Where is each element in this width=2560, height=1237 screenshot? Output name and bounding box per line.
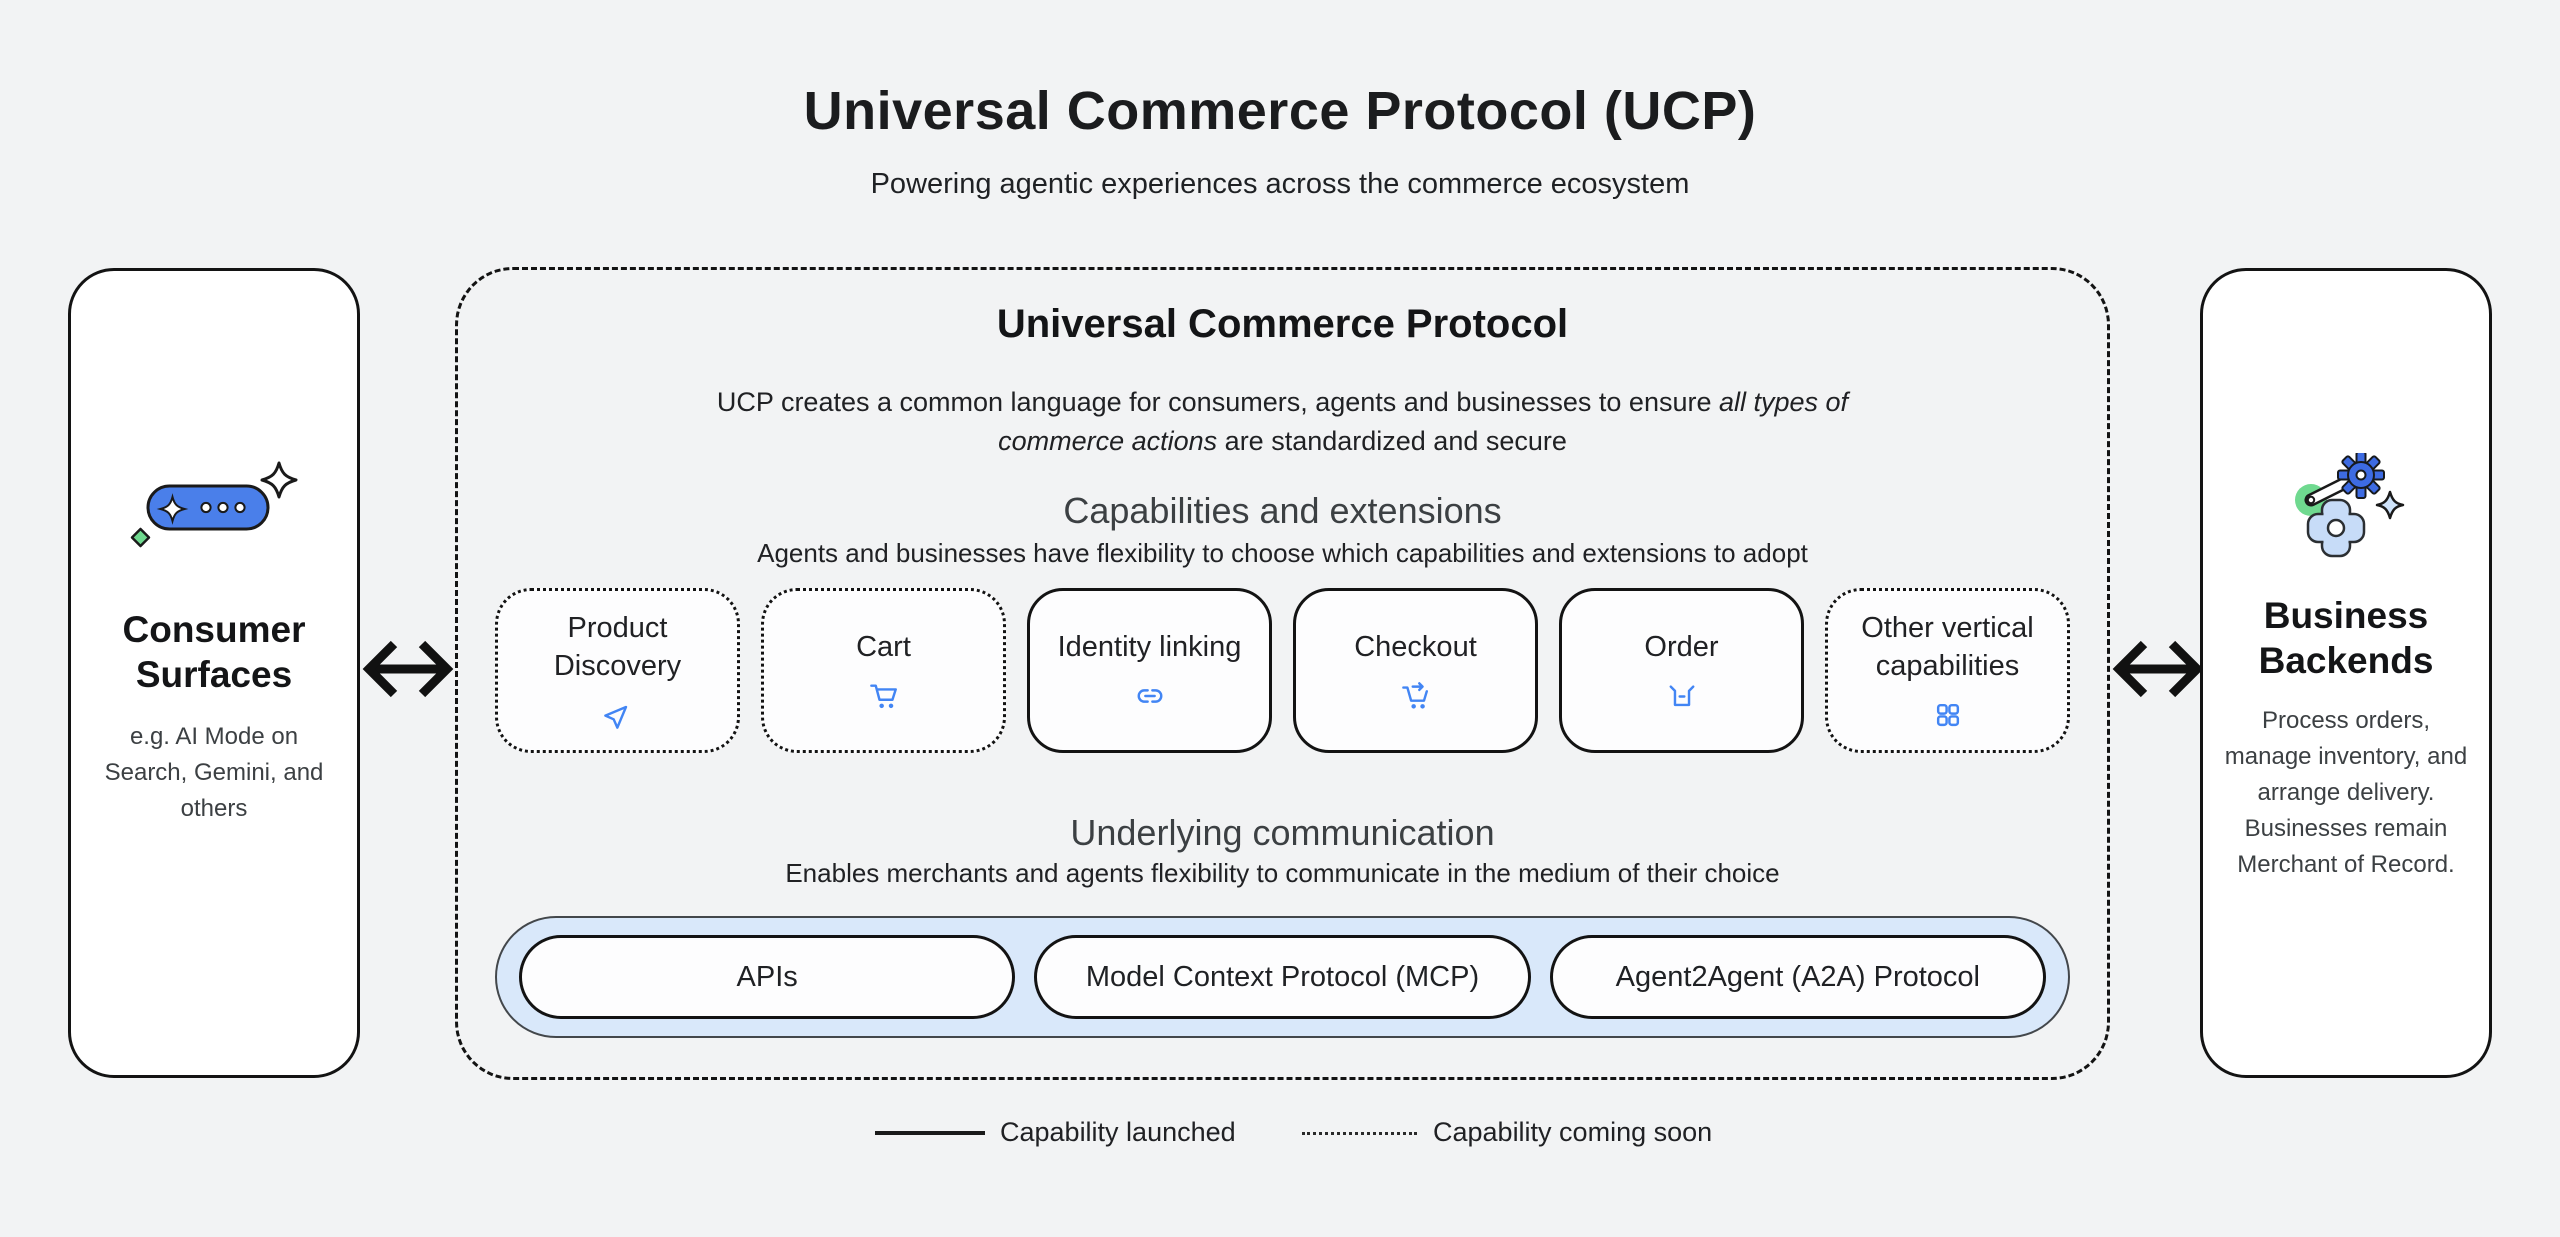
business-panel-description: Process orders, manage inventory, and ar… bbox=[2224, 707, 2468, 878]
capabilities-section-title: Capabilities and extensions bbox=[1063, 490, 1502, 531]
legend-dotted-line bbox=[1302, 1132, 1417, 1135]
business-panel-title: Business Backends bbox=[2258, 595, 2434, 682]
ai-chat-pill-icon bbox=[130, 461, 298, 548]
shopping-cart-icon bbox=[869, 684, 897, 709]
ucp-desc-part1: UCP creates a common language for consum… bbox=[716, 387, 1719, 417]
capability-label: Order bbox=[1644, 630, 1719, 663]
consumer-panel-description: e.g. AI Mode on Search, Gemini, and othe… bbox=[104, 723, 324, 822]
business-backends-panel: Business Backends Process orders, manage… bbox=[2200, 268, 2492, 1078]
capability-label: Product Discovery bbox=[553, 612, 682, 682]
capability-label: Other vertical capabilities bbox=[1861, 612, 2034, 682]
send-icon bbox=[603, 705, 627, 729]
communication-section-title: Underlying communication bbox=[1070, 812, 1495, 853]
communication-container: APIs Model Context Protocol (MCP) Agent2… bbox=[495, 916, 2070, 1038]
legend-solid-line bbox=[875, 1131, 985, 1135]
capabilities-row: Product Discovery Cart bbox=[495, 588, 2070, 753]
capability-order: Order bbox=[1559, 588, 1804, 753]
capability-label: Checkout bbox=[1354, 630, 1477, 663]
page-title: Universal Commerce Protocol (UCP) bbox=[803, 81, 1757, 141]
ucp-desc-part2: are standardized and secure bbox=[1217, 426, 1567, 457]
consumer-panel-title: Consumer Surfaces bbox=[122, 609, 306, 696]
legend-launched-label: Capability launched bbox=[1000, 1117, 1236, 1147]
capability-label: Identity linking bbox=[1057, 630, 1242, 663]
grid-icon bbox=[1936, 703, 1959, 726]
capability-other-vertical: Other vertical capabilities bbox=[1825, 588, 2070, 753]
gears-automation-icon bbox=[2295, 453, 2405, 558]
comm-pill-apis: APIs bbox=[519, 935, 1016, 1019]
comm-pill-a2a: Agent2Agent (A2A) Protocol bbox=[1549, 935, 2046, 1019]
capability-product-discovery: Product Discovery bbox=[495, 588, 740, 753]
ucp-panel: Universal Commerce Protocol UCP creates … bbox=[455, 267, 2110, 1080]
ucp-panel-description: UCP creates a common language for consum… bbox=[708, 383, 1858, 461]
capability-cart: Cart bbox=[761, 588, 1006, 753]
capability-checkout: Checkout bbox=[1293, 588, 1538, 753]
legend-coming-soon-label: Capability coming soon bbox=[1433, 1117, 1713, 1147]
ucp-desc-italic: all types of commerce actions bbox=[998, 387, 1849, 457]
page-subtitle: Powering agentic experiences across the … bbox=[870, 168, 1690, 200]
ucp-panel-title: Universal Commerce Protocol bbox=[996, 302, 1569, 346]
cart-checkout-icon bbox=[1401, 682, 1428, 709]
capabilities-section-subtitle: Agents and businesses have flexibility t… bbox=[757, 538, 1808, 568]
consumer-surfaces-panel: Consumer Surfaces e.g. AI Mode on Search… bbox=[68, 268, 360, 1078]
communication-section-subtitle: Enables merchants and agents flexibility… bbox=[785, 858, 1780, 888]
left-connector-arrow bbox=[362, 640, 454, 698]
comm-pill-mcp: Model Context Protocol (MCP) bbox=[1034, 935, 1531, 1019]
order-box-icon bbox=[1669, 685, 1694, 707]
capability-identity-linking: Identity linking bbox=[1027, 588, 1272, 753]
right-connector-arrow bbox=[2112, 640, 2204, 698]
capability-label: Cart bbox=[856, 630, 911, 663]
link-icon bbox=[1137, 689, 1162, 703]
